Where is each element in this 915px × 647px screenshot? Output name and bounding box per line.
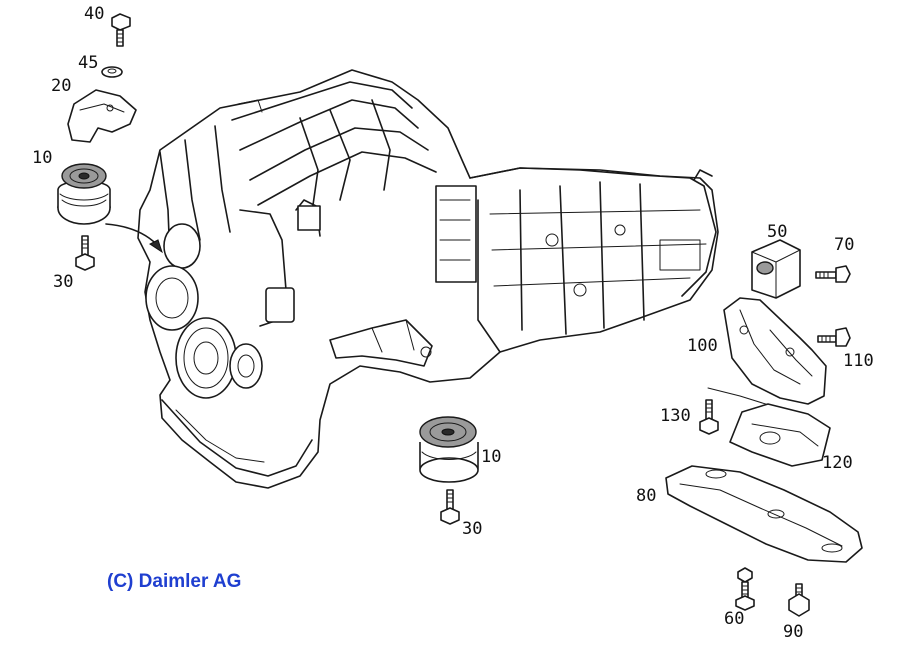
transmission-mount-50 xyxy=(751,239,801,299)
bolt-40 xyxy=(111,13,131,47)
callout-10-top: 10 xyxy=(32,148,53,168)
arrow-head xyxy=(149,239,163,254)
bracket-100 xyxy=(723,297,827,405)
callout-130: 130 xyxy=(660,406,691,426)
callout-20: 20 xyxy=(51,76,72,96)
callout-30-top: 30 xyxy=(53,272,74,292)
engine-block xyxy=(137,69,719,489)
bolt-30-mid xyxy=(440,489,460,525)
callout-100: 100 xyxy=(687,336,718,356)
bolt-130 xyxy=(699,399,719,435)
alternator-pulley xyxy=(145,265,199,331)
callout-30-mid: 30 xyxy=(462,519,483,539)
crankshaft-pulley xyxy=(175,317,237,399)
idler-pulley xyxy=(163,223,201,269)
callout-10-mid: 10 xyxy=(481,447,502,467)
callout-60: 60 xyxy=(724,609,745,629)
bolt-110 xyxy=(817,327,851,347)
callout-50: 50 xyxy=(767,222,788,242)
callout-40: 40 xyxy=(84,4,105,24)
bellhousing xyxy=(435,185,477,283)
bolt-30-top xyxy=(75,235,95,271)
transmission xyxy=(435,167,717,353)
washer-45 xyxy=(101,66,123,78)
bolt-90 xyxy=(788,583,810,617)
mount-plate-120 xyxy=(707,387,831,467)
tensioner-pulley xyxy=(229,343,263,389)
engine-mount-10-mid xyxy=(419,416,479,483)
mount-bracket-20 xyxy=(67,89,137,143)
callout-80: 80 xyxy=(636,486,657,506)
callout-90: 90 xyxy=(783,622,804,642)
copyright-notice: (C) Daimler AG xyxy=(107,571,242,592)
callout-120: 120 xyxy=(822,453,853,473)
callout-70: 70 xyxy=(834,235,855,255)
engine-mount-10-top xyxy=(57,163,111,225)
callout-45: 45 xyxy=(78,53,99,73)
crossmember-80 xyxy=(665,465,863,563)
bolt-60 xyxy=(735,567,755,611)
callout-110: 110 xyxy=(843,351,874,371)
bolt-70 xyxy=(815,265,851,283)
